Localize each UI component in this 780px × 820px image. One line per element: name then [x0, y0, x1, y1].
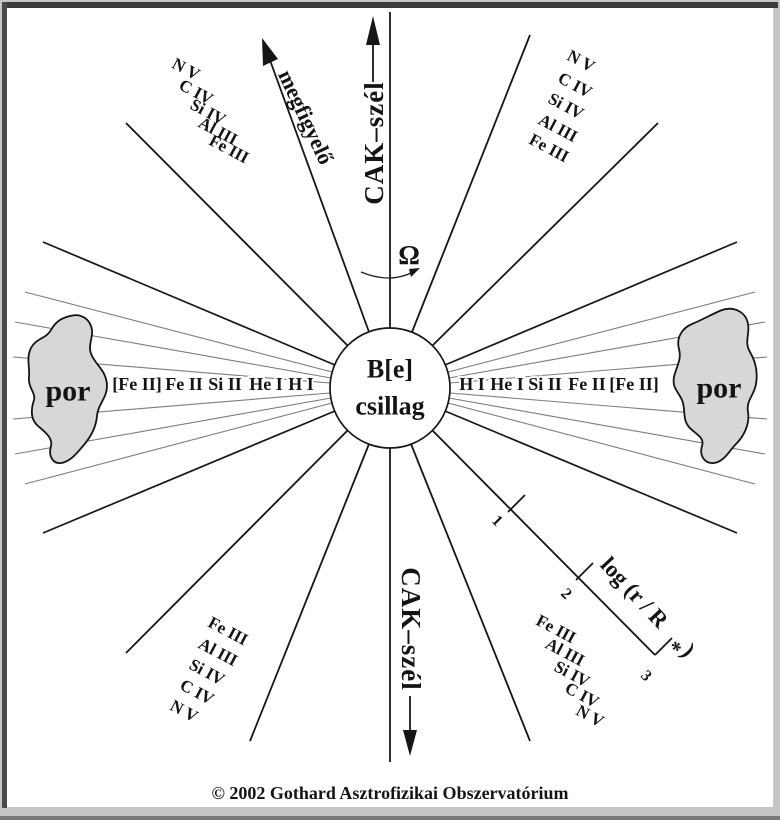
star-label-top: B[e]	[367, 355, 413, 384]
copyright-text: © 2002 Gothard Asztrofizikai Obszervatór…	[211, 783, 568, 803]
footer: © 2002 Gothard Asztrofizikai Obszervatór…	[211, 783, 568, 803]
equator-label: [Fe II]	[609, 374, 658, 394]
equator-label: Si II	[528, 374, 562, 394]
fan-boundary-line	[42, 410, 336, 534]
equator-label: H I	[459, 374, 485, 394]
cak-wind-up-arrow-head	[366, 16, 380, 45]
rotation-indicator: Ω	[360, 240, 420, 279]
cak-wind-bottom-label: CAK–szél	[396, 567, 426, 690]
equator-label: He I	[490, 374, 524, 394]
scale-tick-2	[575, 562, 594, 581]
frame-bottom-line	[0, 816, 780, 820]
dust-clouds: por por	[27, 307, 758, 464]
fan-line	[24, 402, 333, 485]
dust-label-left: por	[46, 375, 91, 408]
equatorial-labels: [Fe II] Fe II Si II He I H I H I He I Si…	[110, 372, 660, 396]
dust-label-right: por	[697, 372, 742, 405]
equator-label: H I	[288, 374, 314, 394]
fan-boundary-line	[42, 241, 336, 366]
frame-left-dark	[2, 2, 7, 808]
scale-line	[431, 429, 656, 656]
observer-arrow-shaft	[266, 51, 370, 333]
fan-line	[447, 291, 756, 373]
dust-cloud-right	[672, 307, 758, 464]
central-star: B[e] csillag	[329, 327, 451, 449]
omega-rotation-arrow-head	[409, 268, 420, 277]
polar-line-upper-right-45	[431, 122, 659, 347]
polar-zone-lines	[125, 34, 659, 742]
equator-label: Fe II	[568, 374, 606, 394]
fan-boundary-line	[444, 241, 738, 366]
polar-line-lower-right-21	[410, 443, 531, 742]
equator-label: Fe II	[165, 374, 203, 394]
equator-label: He I	[249, 374, 283, 394]
polar-line-upper-left-45	[125, 122, 349, 347]
dust-cloud-left	[27, 314, 108, 464]
observer-arrow-head	[262, 38, 278, 66]
omega-rotation-arrow-arc	[360, 271, 414, 279]
scale-end-bracket	[654, 637, 673, 656]
fan-line	[447, 402, 756, 485]
cak-wind-down-arrow-head	[403, 730, 417, 756]
fan-boundary-line	[444, 410, 738, 534]
frame-top-dark	[2, 2, 778, 8]
polar-line-lower-left-45	[125, 429, 349, 654]
fan-line	[24, 291, 333, 373]
scale-tick-1	[507, 494, 526, 513]
rotation-axis: CAK–szél CAK–szél	[359, 12, 426, 762]
star-circle	[329, 327, 451, 449]
equatorial-fan-thin-lines	[12, 291, 768, 485]
cak-wind-top-label: CAK–szél	[359, 81, 389, 204]
polar-line-lower-left-21	[249, 443, 370, 742]
equator-label: [Fe II]	[112, 374, 161, 394]
star-label-bottom: csillag	[355, 392, 424, 421]
polar-line-upper-right-21	[411, 34, 531, 333]
omega-symbol: Ω	[398, 240, 420, 270]
equatorial-fan-boundaries	[42, 241, 738, 534]
equator-label: Si II	[208, 374, 242, 394]
